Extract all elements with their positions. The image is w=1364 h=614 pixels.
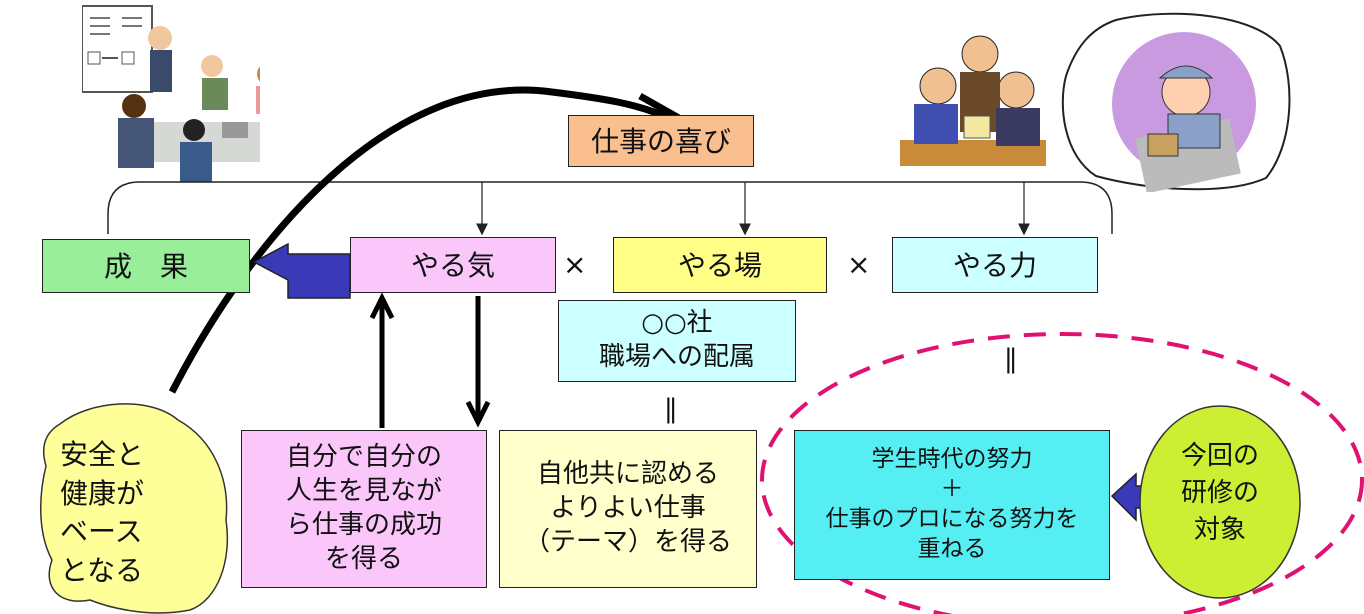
times-operator-1: × [563, 248, 587, 281]
result-box: 成 果 [42, 239, 250, 293]
foundation-blob-shape [40, 403, 229, 614]
job-joy-box: 仕事の喜び [568, 115, 754, 167]
mutual-recognition-label: 自他共に認める よりよい仕事 （テーマ）を得る [523, 459, 732, 557]
grouping-bracket [107, 181, 1113, 234]
job-joy-label: 仕事の喜び [590, 124, 731, 158]
down-arrow-head [465, 400, 491, 428]
blue-arrow-to-result [252, 242, 351, 299]
mutual-recognition-box: 自他共に認める よりよい仕事 （テーマ）を得る [499, 430, 757, 588]
worried-worker-illustration [1056, 6, 1294, 194]
place-label: やる場 [677, 248, 762, 282]
foundation-blob-label: 安全と 健康が ベース となる [60, 438, 145, 587]
equals-middle: || [664, 394, 677, 424]
self-success-label: 自分で自分の 人生を見なが ら仕事の成功 を得る [285, 442, 442, 574]
discussion-illustration [898, 20, 1048, 170]
self-success-box: 自分で自分の 人生を見なが ら仕事の成功 を得る [241, 430, 487, 588]
result-label: 成 果 [103, 249, 188, 283]
equals-right: || [1004, 344, 1017, 374]
place-box: やる場 [613, 237, 827, 293]
dashed-highlight-ellipse [760, 332, 1364, 614]
motivation-box: やる気 [350, 237, 556, 293]
company-assignment-box: ○○社 職場への配属 [558, 300, 796, 382]
times-operator-2: × [847, 248, 871, 281]
effort-label: 学生時代の努力 ＋ 仕事のプロになる努力を 重ねる [825, 446, 1079, 562]
target-ellipse [1139, 405, 1301, 599]
ability-box: やる力 [892, 237, 1098, 293]
up-arrow-head [369, 292, 395, 320]
training-target-label: 今回の 研修の 対象 [1180, 441, 1259, 545]
motivation-label: やる気 [410, 248, 495, 282]
ability-label: やる力 [952, 248, 1037, 282]
effort-box: 学生時代の努力 ＋ 仕事のプロになる努力を 重ねる [794, 430, 1110, 580]
company-assignment-label: ○○社 職場への配属 [598, 308, 755, 372]
